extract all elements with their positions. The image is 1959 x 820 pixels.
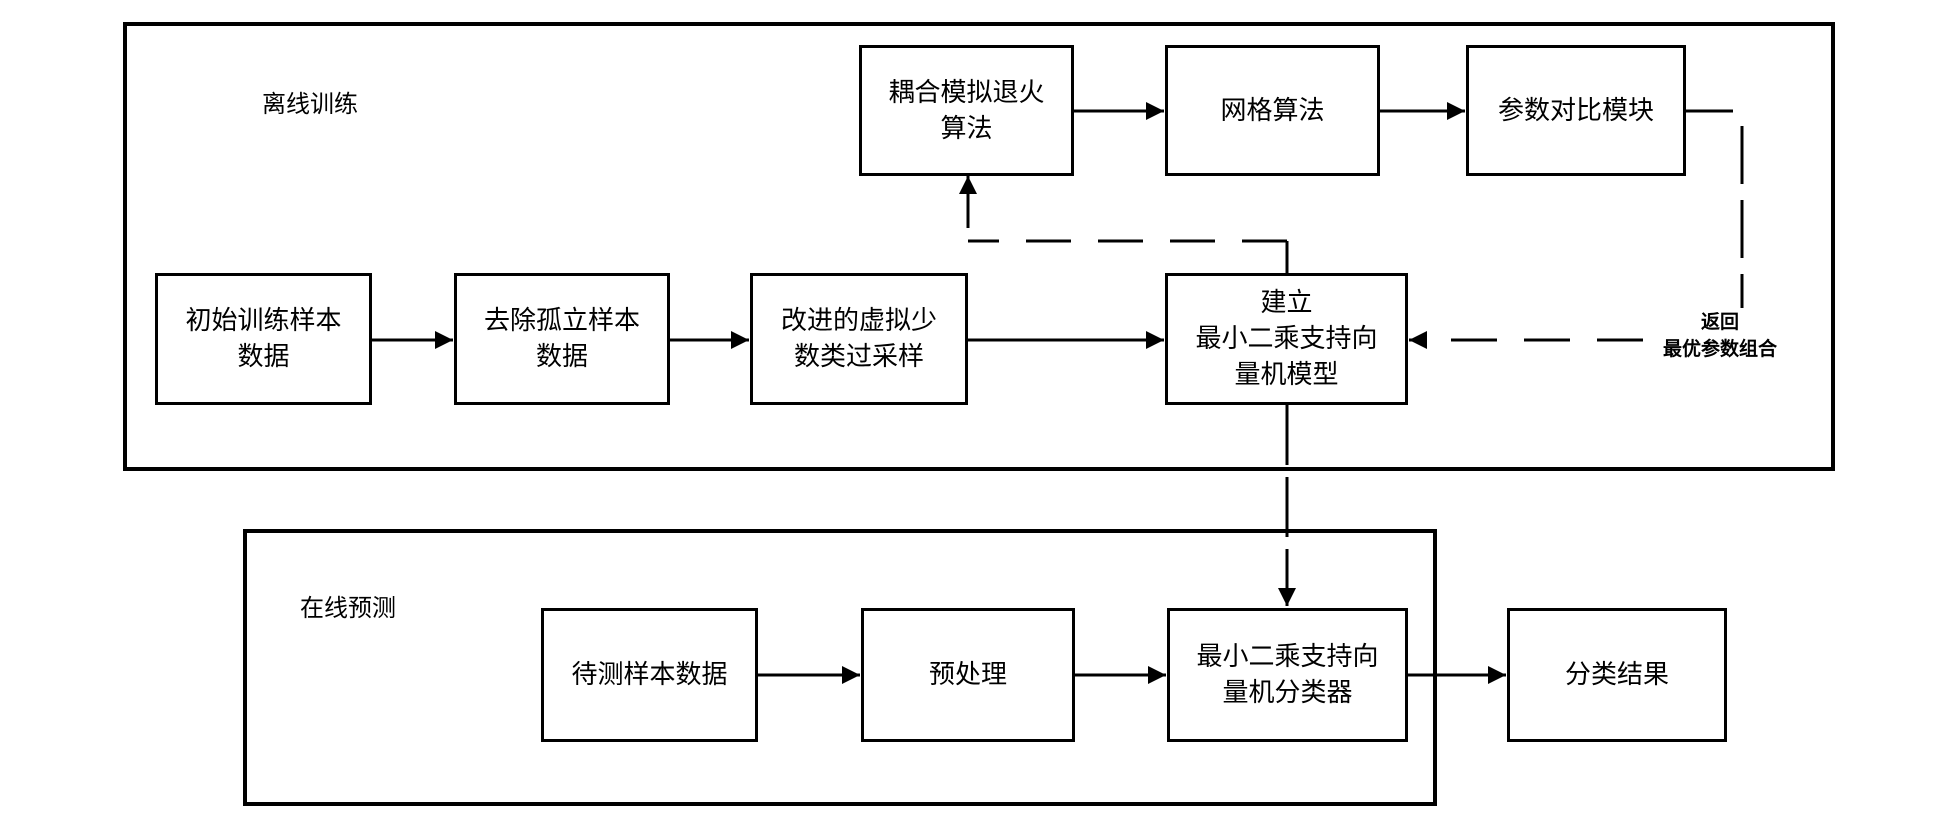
node-test-samples: 待测样本数据	[541, 608, 758, 742]
node-text-line: 数据	[536, 339, 588, 375]
node-improved-smote: 改进的虚拟少 数类过采样	[750, 273, 968, 405]
node-text-line: 去除孤立样本	[484, 303, 640, 339]
node-text-line: 最小二乘支持向	[1196, 639, 1378, 675]
node-text-line: 预处理	[929, 657, 1007, 693]
node-text-line: 量机分类器	[1222, 675, 1352, 711]
node-text-line: 量机模型	[1234, 357, 1338, 393]
return-optimal-params-label: 返回 最优参数组合	[1640, 309, 1800, 363]
node-text-line: 最小二乘支持向	[1195, 321, 1377, 357]
node-text-line: 参数对比模块	[1498, 93, 1654, 129]
node-build-lssvm-model: 建立 最小二乘支持向 量机模型	[1165, 273, 1408, 405]
node-text-line: 算法	[940, 111, 992, 147]
node-initial-training-samples: 初始训练样本 数据	[155, 273, 372, 405]
node-remove-isolated-samples: 去除孤立样本 数据	[454, 273, 670, 405]
node-text-line: 网格算法	[1220, 93, 1324, 129]
node-text-line: 建立	[1260, 285, 1312, 321]
node-text-line: 分类结果	[1565, 657, 1669, 693]
node-preprocess: 预处理	[861, 608, 1075, 742]
node-text-line: 数据	[237, 339, 289, 375]
node-text-line: 待测样本数据	[571, 657, 727, 693]
node-text-line: 初始训练样本	[185, 303, 341, 339]
note-line: 返回	[1640, 309, 1800, 336]
node-coupled-simulated-annealing: 耦合模拟退火 算法	[859, 45, 1074, 176]
node-parameter-comparison: 参数对比模块	[1466, 45, 1686, 176]
node-text-line: 改进的虚拟少	[781, 303, 937, 339]
node-grid-search: 网格算法	[1165, 45, 1380, 176]
node-classification-result: 分类结果	[1507, 608, 1727, 742]
node-text-line: 数类过采样	[794, 339, 924, 375]
node-text-line: 耦合模拟退火	[888, 75, 1044, 111]
node-lssvm-classifier: 最小二乘支持向 量机分类器	[1167, 608, 1408, 742]
note-line: 最优参数组合	[1640, 336, 1800, 363]
